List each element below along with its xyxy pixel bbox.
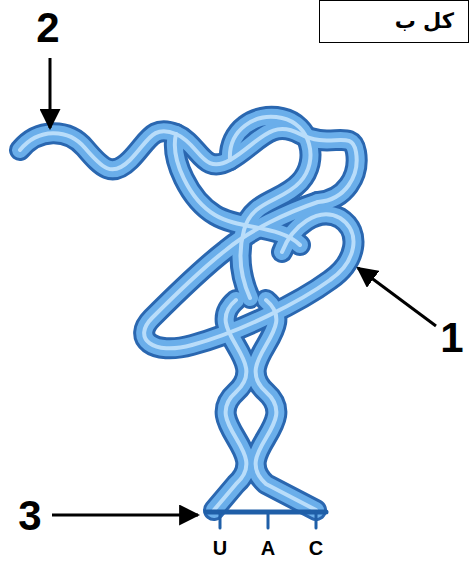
caption-box: كل ب	[319, 0, 469, 43]
trna-tube	[20, 117, 357, 510]
pointer-arrows	[50, 58, 436, 515]
base-letter: C	[309, 538, 323, 558]
tube-layer	[20, 117, 357, 510]
tube-segment	[256, 300, 316, 510]
anticodon-bar	[206, 512, 326, 528]
base-tick	[267, 512, 270, 528]
pointer-arrow	[52, 514, 198, 517]
figure-caption: كل ب	[334, 9, 454, 33]
tube-segment	[256, 300, 316, 510]
tube-segment	[214, 300, 246, 510]
base-tick	[219, 512, 222, 528]
callout-number: 3	[18, 495, 41, 537]
tube-segment	[230, 117, 311, 298]
callout-number: 1	[440, 317, 463, 359]
tube-segment	[214, 300, 246, 510]
tube-segment	[256, 300, 316, 510]
base-letter: U	[213, 538, 227, 558]
pointer-arrow	[358, 268, 436, 326]
base-tick	[315, 512, 318, 528]
tube-layer	[20, 117, 357, 510]
base-letter: A	[261, 538, 275, 558]
tube-segment	[144, 202, 353, 348]
tube-layer	[20, 117, 357, 510]
pointer-arrow	[49, 58, 52, 128]
callout-number: 2	[36, 7, 59, 49]
tube-segment	[175, 134, 300, 245]
anticodon-line	[206, 510, 326, 515]
